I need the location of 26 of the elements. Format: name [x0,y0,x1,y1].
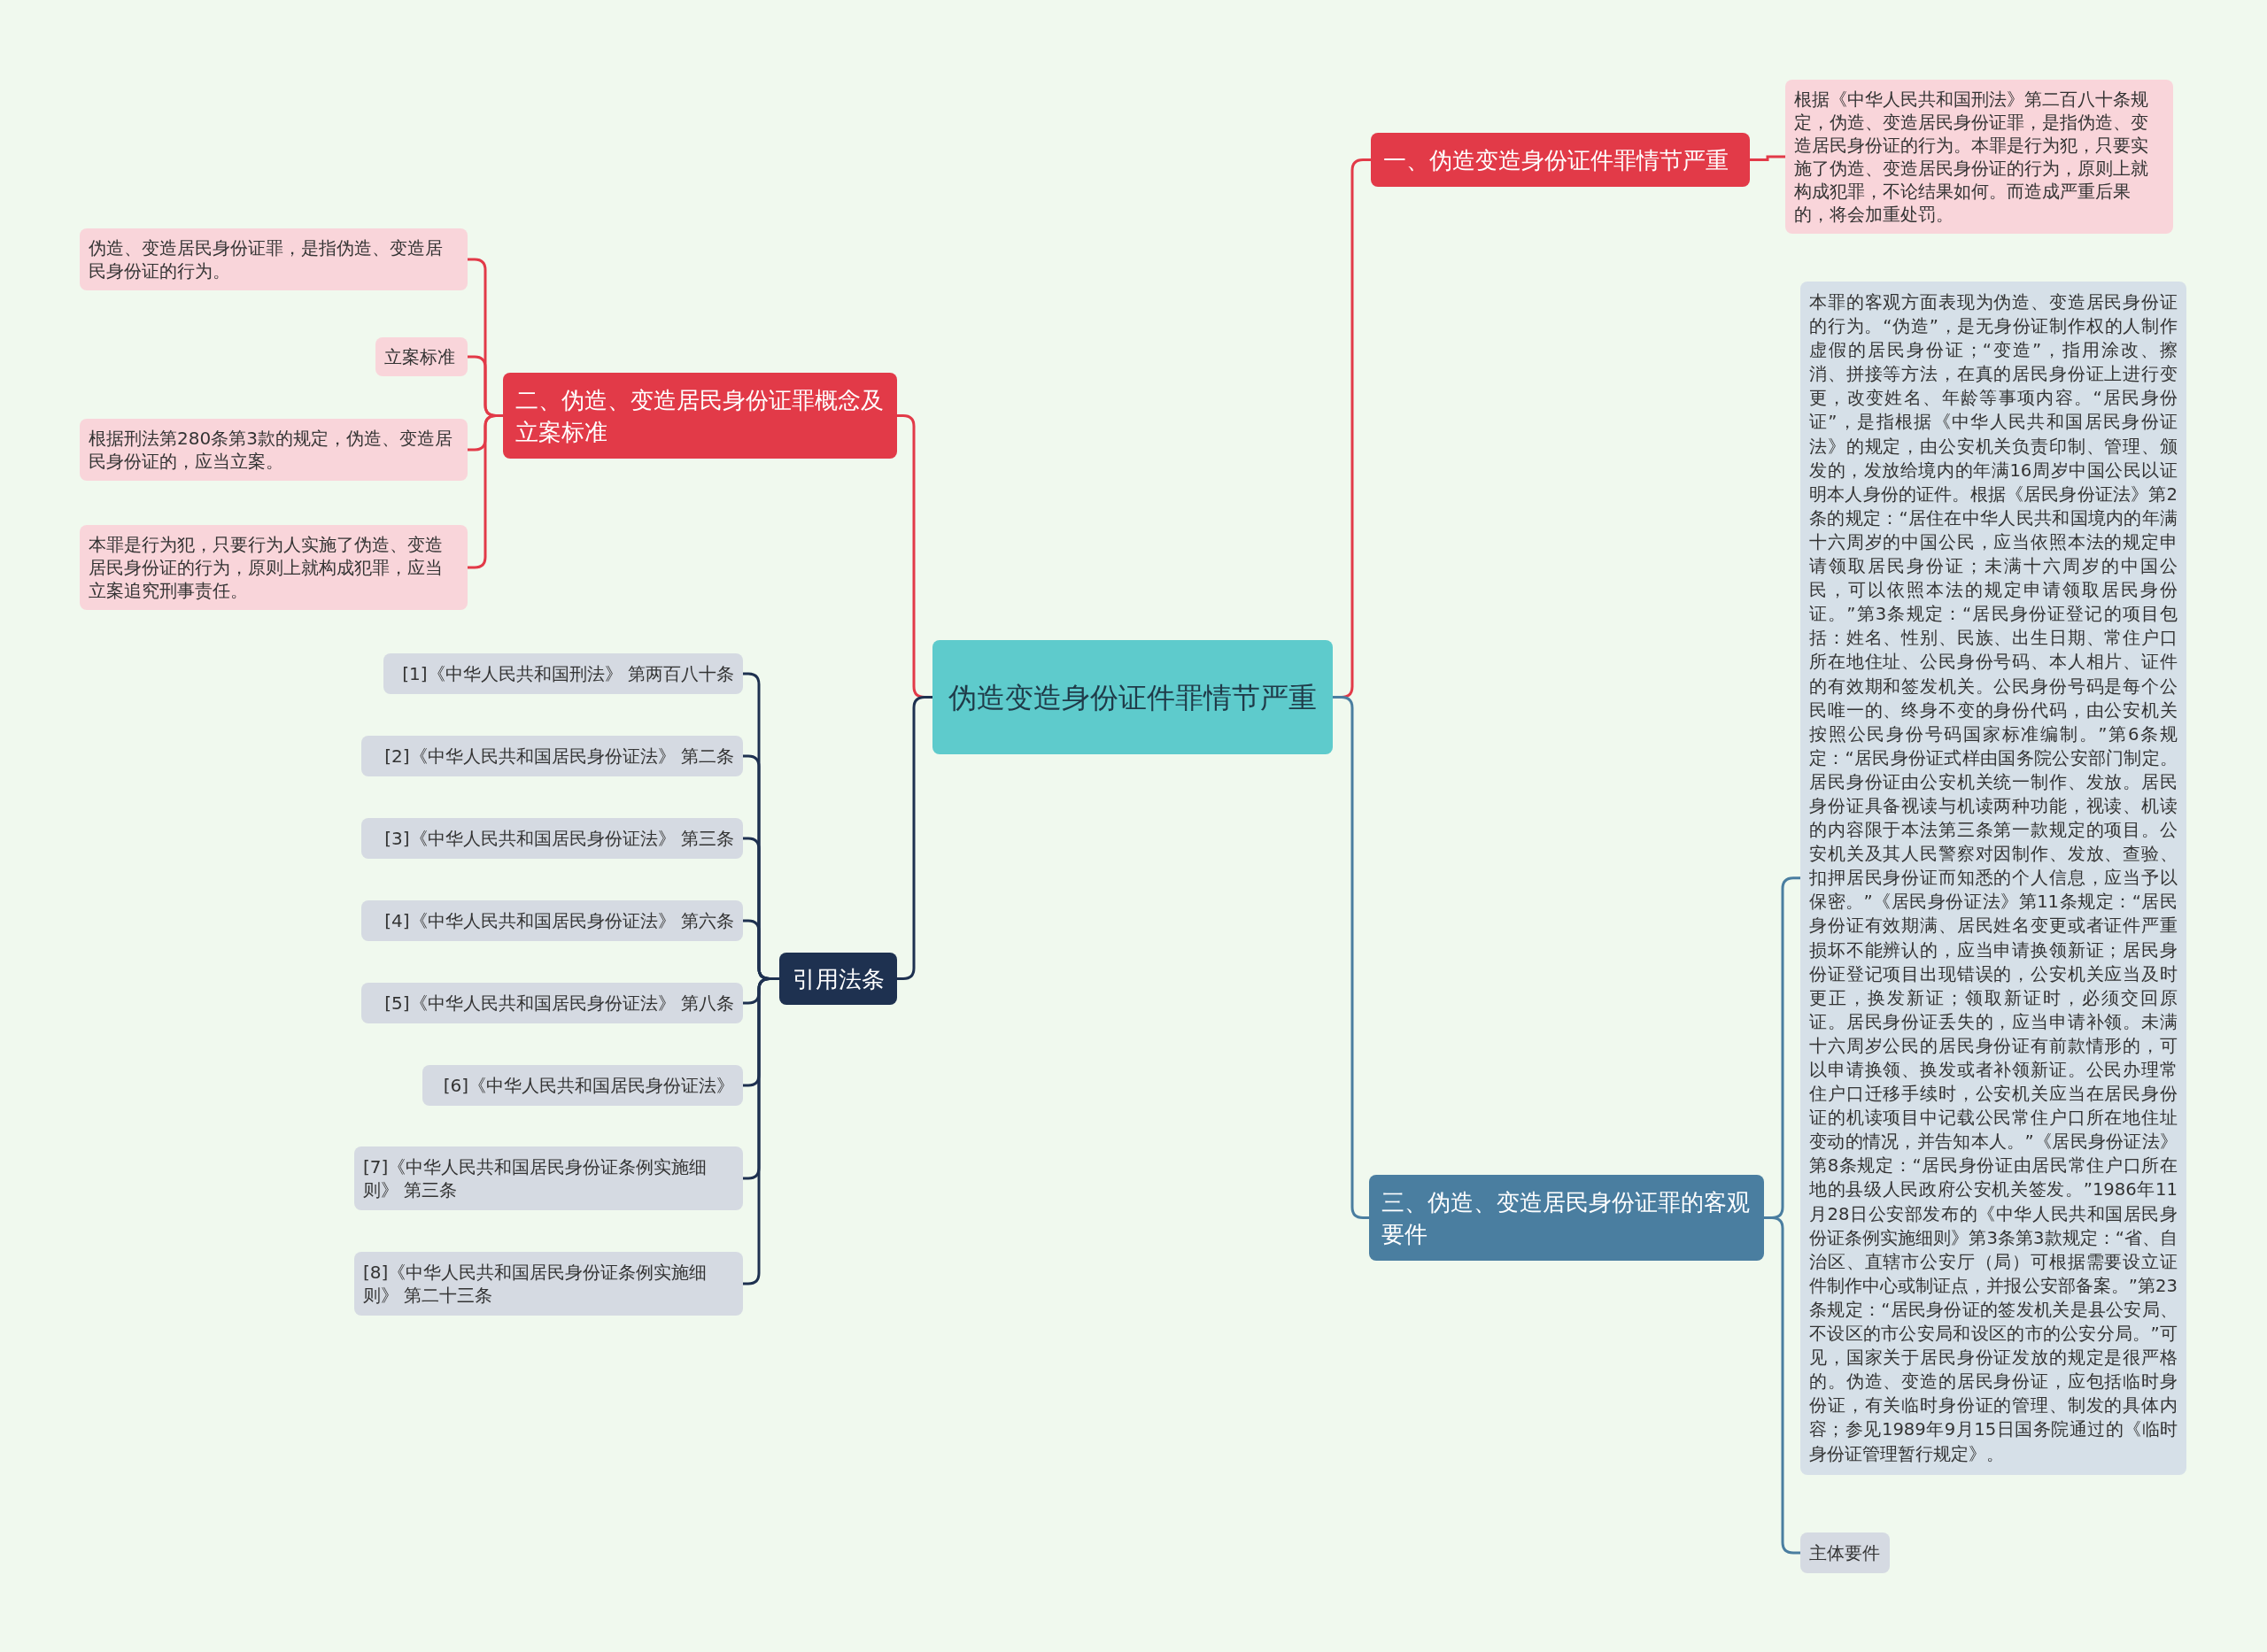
connector-line [1764,1216,1800,1555]
branch-box: 三、伪造、变造居民身份证罪的客观要件 [1369,1175,1764,1261]
connector-line [743,977,779,1285]
text-box: [2]《中华人民共和国居民身份证法》 第二条 [361,736,743,776]
text-box: 根据刑法第280条第3款的规定，伪造、变造居民身份证的，应当立案。 [80,419,468,481]
text-box: [8]《中华人民共和国居民身份证条例实施细则》 第二十三条 [354,1252,743,1316]
text-box: [6]《中华人民共和国居民身份证法》 [422,1065,743,1106]
connector-line [468,414,503,569]
branch-box: 一、伪造变造身份证件罪情节严重 [1371,133,1750,187]
text-box: 主体要件 [1800,1532,1890,1573]
branch-box: 引用法条 [779,953,897,1005]
text-box: [7]《中华人民共和国居民身份证条例实施细则》 第三条 [354,1146,743,1210]
text-box: 立案标准 [375,337,468,376]
topic-box: 伪造变造身份证件罪情节严重 [932,640,1333,754]
connector-line [897,696,932,980]
text-box: 本罪是行为犯，只要行为人实施了伪造、变造居民身份证的行为，原则上就构成犯罪，应当立案追究刑事责任。 [80,525,468,610]
connector-line [1750,155,1785,161]
text-box: 本罪的客观方面表现为伪造、变造居民身份证的行为。“伪造”，是无身份证制作权的人制作虚假的居民身份证；“变造”，指用涂改、擦消、拼接等方法，在真的居民身份证上进行变更，改变姓名、年龄等事项内容。“居民身份证”，是指根据《中华人民共和国居民身份证法》的规定，由公安机关负责印制、管理、颁发的，发放给境内的年满16周岁中国公民以证明本人身份的证件。根据《居民身份证法》第2条的规定：“居住在中华人民共和国境内的年满十六周岁的中国公民，应当依照本法的规定申请领取居民身份证；未满十六周岁的中国公民，可以依照本法的规定申请领取居民身份证。”第3条规定：“居民身份证登记的项目包括：姓名、性别、民族、出生日期、常住户口所在地住址、公民身份号码、本人相片、证件的有效期和签发机关。公民身份号码是每个公民唯一的、终身不变的身份代码，由公安机关按照公民身份号码国家标准编制。”第6条规定：“居民身份证式样由国务院公安部门制定。居民身份证由公安机关统一制作、发放。居民身份证具备视读与机读两种功能，视读、机读的内容限于本法第三条第一款规定的项目。公安机关及其人民警察对因制作、发放、查验、扣押居民身份证而知悉的个人信息，应当予以保密。”《居民身份证法》第11条规定：“居民身份证有效期满、居民姓名变更或者证件严重损坏不能辨认的，应当申请换领新证；居民身份证登记项目出现错误的，公安机关应当及时更正，换发新证；领取新证时，必须交回原证。居民身份证丢失的，应当申请补领。未满十六周岁公民的居民身份证有前款情形的，可以申请换领、换发或者补领新证。公民办理常住户口迁移手续时，公安机关应当在居民身份证的机读项目中记载公民常住户口所在地住址变动的情况，并告知本人。”《居民身份证法》第8条规定：“居民身份证由居民常住户口所在地的县级人民政府公安机关签发。”1986年11月28日公安部发布的《中华人民共和国居民身份证条例实施细则》第3条第3款规定：“省、自治区、直辖市公安厅（局）可根据需要设立证件制作中心或制证点，并报公安部备案。”第23条规定：“居民身份证的签发机关是县公安局、不设区的市公安局和设区的市的公安分局。”可见，国家关于居民身份证发放的规定是很严格的。伪造、变造的居民身份证，应包括临时身份证，有关临时身份证的管理、制发的具体内容；参见1989年9月15日国务院通过的《临时身份证管理暂行规定》。 [1800,282,2186,1475]
text-box: [1]《中华人民共和国刑法》 第两百八十条 [383,653,743,694]
branch-box: 二、伪造、变造居民身份证罪概念及立案标准 [503,373,897,459]
text-box: [4]《中华人民共和国居民身份证法》 第六条 [361,900,743,941]
text-box: 根据《中华人民共和国刑法》第二百八十条规定，伪造、变造居民身份证罪，是指伪造、变造居民身份证的行为。本罪是行为犯，只要实施了伪造、变造居民身份证的行为，原则上就构成犯罪，不论结果如何。而造成严重后果的，将会加重处罚。 [1785,80,2173,234]
text-box: [3]《中华人民共和国居民身份证法》 第三条 [361,818,743,859]
text-box: [5]《中华人民共和国居民身份证法》 第八条 [361,983,743,1023]
connector-line [1333,696,1369,1219]
text-box: 伪造、变造居民身份证罪，是指伪造、变造居民身份证的行为。 [80,228,468,290]
